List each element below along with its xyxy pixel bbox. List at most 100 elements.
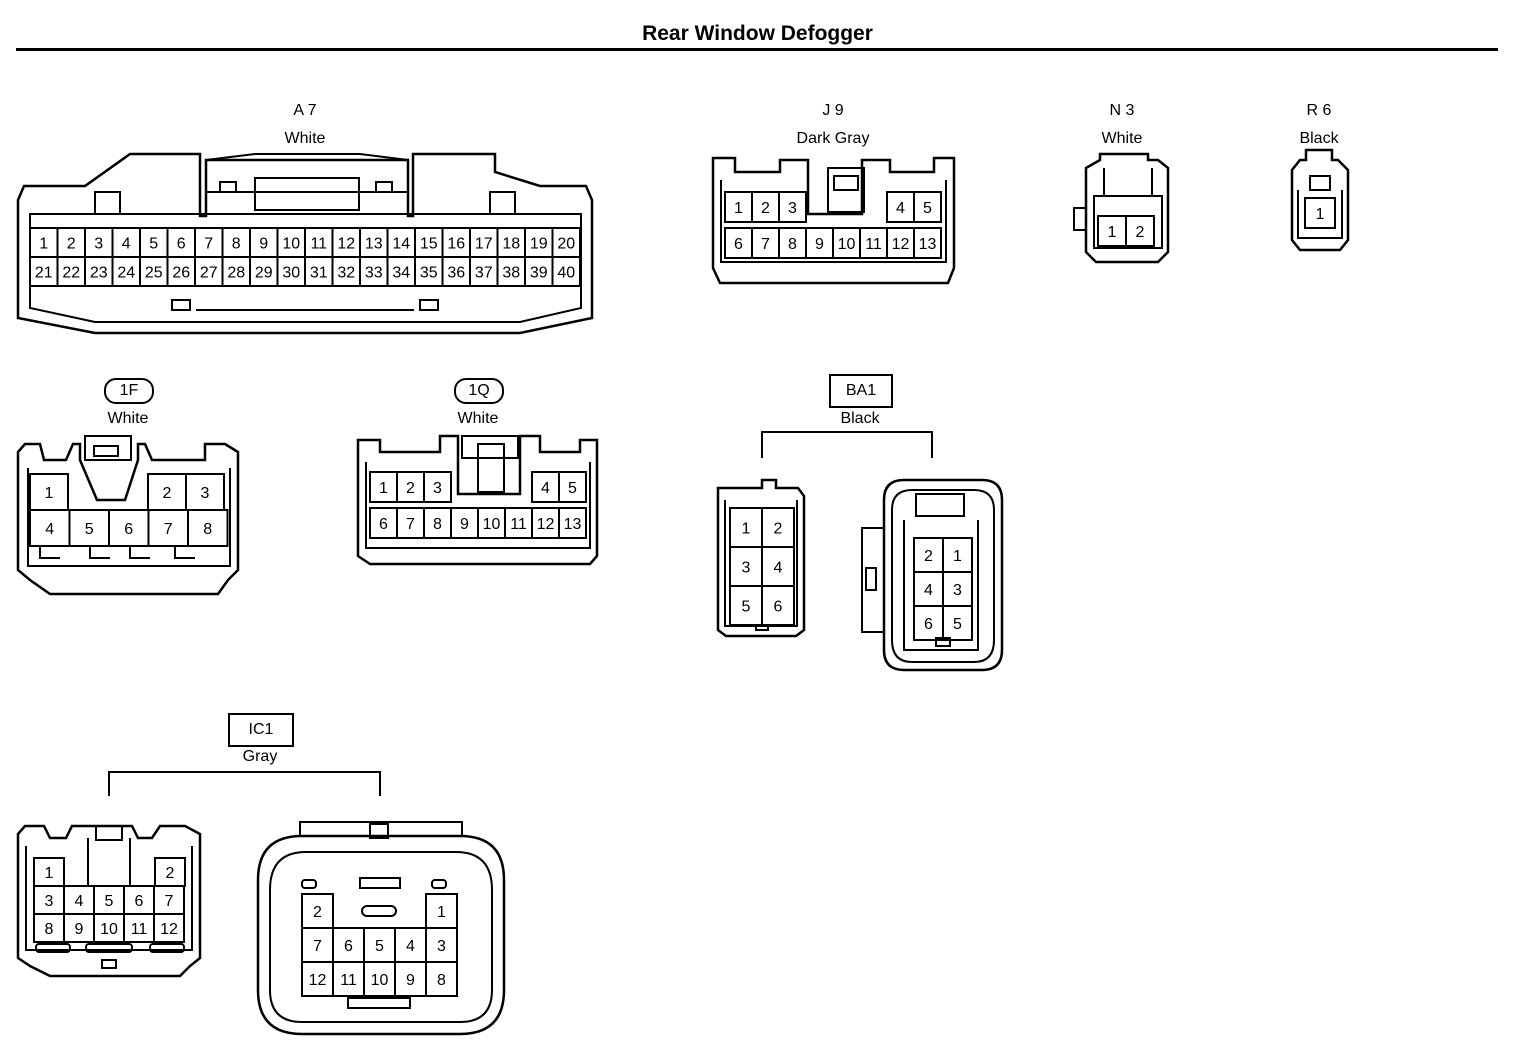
- ic1-right-pin-8: 8: [437, 972, 446, 989]
- a7-pin-35: 35: [420, 265, 438, 282]
- a7-pin-21-cell: [29, 256, 59, 287]
- a7-pin-40: 40: [557, 265, 575, 282]
- ba1-right-pin-6: 6: [924, 616, 933, 633]
- j9-pin-8: 8: [788, 236, 797, 253]
- a7-pin-21: 21: [35, 265, 53, 282]
- connector-code-ic1: IC1: [228, 713, 294, 747]
- ba1-left-pin-5: 5: [742, 599, 751, 616]
- j9-pin-5: 5: [923, 200, 932, 217]
- 1q-pin-10: 10: [483, 516, 501, 533]
- ic1-left-pin-10: 10: [100, 921, 118, 938]
- a7-pin-39: 39: [530, 265, 548, 282]
- j9-pin-5-cell: [913, 191, 942, 223]
- a7-pin-24: 24: [117, 265, 135, 282]
- a7-pin-27-cell: [194, 256, 224, 287]
- a7-pin-16: 16: [447, 236, 465, 253]
- ic1-left-pin-12-cell: [153, 913, 185, 943]
- ic1-left-pin-7: 7: [165, 893, 174, 910]
- a7-pin-1: 1: [39, 236, 48, 253]
- a7-pin-15: 15: [420, 236, 438, 253]
- connector-code-a7: A 7: [293, 102, 317, 119]
- a7-pin-40-cell: [551, 256, 581, 287]
- a7-pin-5: 5: [149, 236, 158, 253]
- 1q-pin-8: 8: [433, 516, 442, 533]
- ic1-right-pin-1: 1: [437, 904, 446, 921]
- ic1-left-pin-7-cell: [153, 885, 185, 915]
- j9-pin-3-cell: [778, 191, 807, 223]
- n3-pin-1: 1: [1108, 224, 1117, 241]
- ic1-left-pin-6: 6: [135, 893, 144, 910]
- ba1-left-pin-4-cell: [761, 546, 795, 587]
- a7-pin-3-cell: [84, 227, 114, 258]
- a7-pin-10: 10: [282, 236, 300, 253]
- a7-pin-29: 29: [255, 265, 273, 282]
- 1q-pin-5-cell: [558, 471, 587, 503]
- ba1-right-pin-1: 1: [953, 548, 962, 565]
- a7-pin-23: 23: [90, 265, 108, 282]
- r6-pin-1-cell: [1304, 197, 1336, 229]
- ba1-left-pin-3: 3: [742, 560, 751, 577]
- 1q-pin-13: 13: [564, 516, 582, 533]
- ba1-left-pin-1: 1: [742, 521, 751, 538]
- 1q-pin-4: 4: [541, 480, 550, 497]
- a7-pin-34-cell: [386, 256, 416, 287]
- j9-pin-6-cell: [724, 227, 753, 259]
- ba1-right-pin-6-cell: [913, 605, 944, 641]
- ic1-right-pin-4-cell: [394, 927, 427, 963]
- a7-pin-4: 4: [122, 236, 131, 253]
- a7-pin-6: 6: [177, 236, 186, 253]
- title-rule: [16, 48, 1498, 51]
- a7-pin-20-cell: [551, 227, 581, 258]
- a7-pin-34: 34: [392, 265, 410, 282]
- ic1-left-pin-2: 2: [166, 865, 175, 882]
- ic1-left-pin-12: 12: [160, 921, 178, 938]
- connector-color-1f: White: [107, 410, 149, 427]
- ic1-left-pin-3: 3: [45, 893, 54, 910]
- n3-pin-2: 2: [1136, 224, 1145, 241]
- a7-pin-14: 14: [392, 236, 410, 253]
- ic1-right-pin-12-cell: [301, 961, 334, 997]
- j9-pin-9: 9: [815, 236, 824, 253]
- page-title: Rear Window Defogger: [642, 22, 873, 45]
- 1q-pin-7: 7: [406, 516, 415, 533]
- 1q-pin-9: 9: [460, 516, 469, 533]
- j9-pin-13-cell: [913, 227, 942, 259]
- a7-pin-7-cell: [194, 227, 224, 258]
- a7-pin-33: 33: [365, 265, 383, 282]
- 1q-pin-8-cell: [423, 507, 452, 539]
- 1f-pin-1-cell: [29, 473, 69, 511]
- connector-color-ba1: Black: [840, 410, 880, 427]
- 1f-pin-8: 8: [203, 521, 212, 538]
- a7-pin-19: 19: [530, 236, 548, 253]
- j9-pin-1: 1: [734, 200, 743, 217]
- j9-pin-7: 7: [761, 236, 770, 253]
- r6-pin-1: 1: [1316, 206, 1325, 223]
- 1q-pin-11: 11: [510, 516, 527, 533]
- 1q-pin-1-cell: [369, 471, 398, 503]
- connector-color-ic1: Gray: [242, 748, 278, 765]
- 1f-pin-7-cell: [147, 509, 189, 547]
- ic1-right-pin-10: 10: [371, 972, 389, 989]
- a7-pin-3: 3: [94, 236, 103, 253]
- j9-pin-3: 3: [788, 200, 797, 217]
- a7-pin-33-cell: [359, 256, 389, 287]
- a7-pin-39-cell: [524, 256, 554, 287]
- ba1-left-pin-6-cell: [761, 585, 795, 626]
- ic1-right-pin-2: 2: [313, 904, 322, 921]
- a7-pin-17: 17: [475, 236, 493, 253]
- 1q-pin-6-cell: [369, 507, 398, 539]
- 1q-pin-5: 5: [568, 480, 577, 497]
- a7-pin-25: 25: [145, 265, 163, 282]
- 1q-pin-4-cell: [531, 471, 560, 503]
- 1f-pin-1: 1: [45, 485, 54, 502]
- a7-pin-30: 30: [282, 265, 300, 282]
- n3-pin-1-cell: [1097, 215, 1127, 247]
- 1f-pin-4: 4: [45, 521, 54, 538]
- a7-pin-22: 22: [62, 265, 80, 282]
- 1q-pin-6: 6: [379, 516, 388, 533]
- a7-pin-26-cell: [166, 256, 196, 287]
